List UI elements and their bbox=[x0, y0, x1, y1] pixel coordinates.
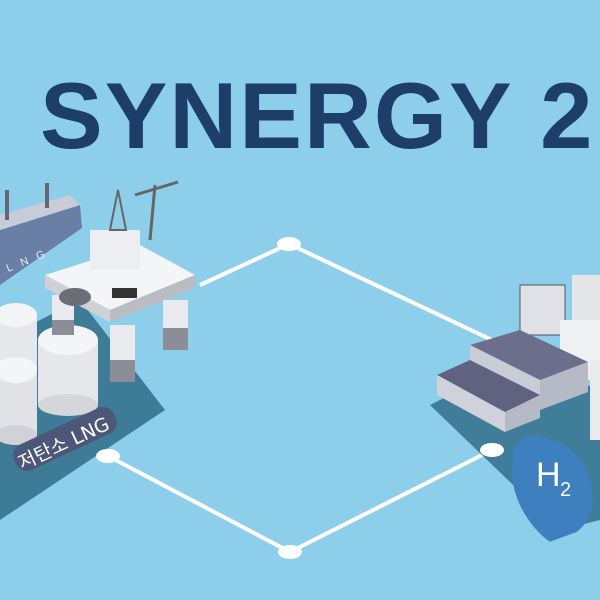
network-link bbox=[288, 242, 493, 342]
warehouse-building bbox=[437, 360, 540, 432]
storage-tank bbox=[0, 357, 37, 445]
network-node bbox=[480, 443, 504, 457]
offshore-platform bbox=[45, 180, 195, 382]
hydrogen-facility bbox=[437, 275, 600, 440]
helipad-icon bbox=[59, 288, 91, 306]
h2-symbol: H bbox=[536, 456, 561, 494]
network-nodes bbox=[96, 237, 504, 559]
network-link bbox=[107, 454, 291, 554]
page-title: SYNERGY 2. bbox=[40, 63, 600, 168]
network-node bbox=[277, 237, 301, 251]
hydrogen-badge: H 2 bbox=[511, 435, 593, 542]
network-node bbox=[278, 545, 302, 559]
h2-subscript: 2 bbox=[560, 479, 571, 501]
network-link bbox=[289, 448, 493, 554]
network-node bbox=[96, 449, 120, 463]
storage-tank bbox=[38, 325, 98, 416]
lng-ship: LNG bbox=[0, 183, 82, 285]
network-link bbox=[199, 242, 290, 287]
